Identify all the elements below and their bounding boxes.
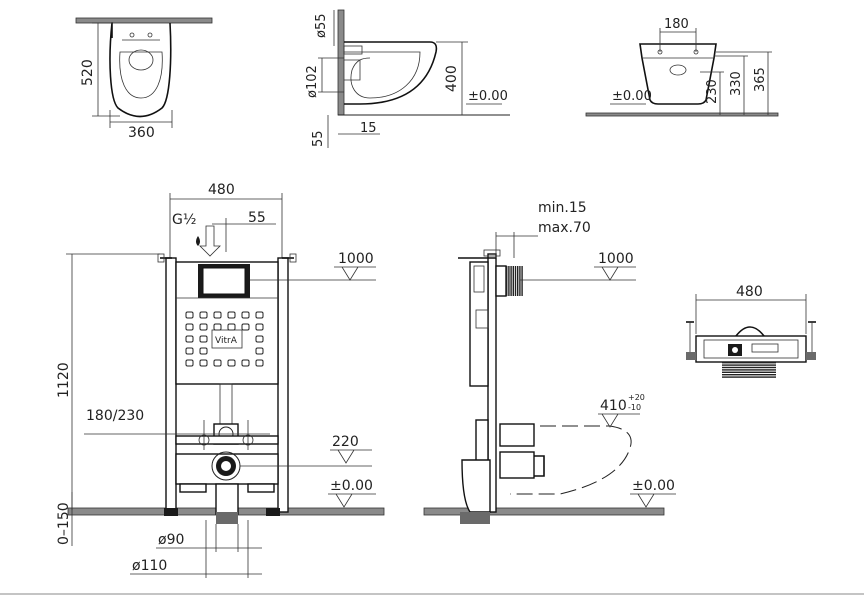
grid-cell: [255, 359, 264, 367]
side-h1000-label: 1000: [598, 251, 634, 267]
grid-cell: [185, 335, 194, 343]
top-bellow-ring: [722, 364, 776, 366]
side-diam-outlet-label: ø102: [305, 65, 320, 98]
side-level-label: ±0.00: [468, 89, 508, 104]
frame-adjust-label: 0–150: [56, 502, 72, 545]
tol-plus-label: +20: [628, 393, 645, 402]
frame-front-view: 480 G½ 55 VitrA: [56, 182, 385, 578]
top-width-label: 480: [736, 284, 763, 300]
grid-cell: [199, 323, 208, 331]
bowl-side-view: ø55 ø102 55 15 400 ±0.00: [305, 9, 510, 148]
grid-cell: [255, 323, 264, 331]
bellow-ring: [508, 266, 510, 296]
front-level-label: ±0.00: [612, 89, 652, 104]
grid-cell: [227, 359, 236, 367]
grid-cell: [241, 311, 250, 319]
side-diam-top-label: ø55: [314, 14, 329, 39]
bellow-ring: [506, 266, 508, 296]
bellow-ring: [517, 266, 519, 296]
side-height-label: 400: [444, 65, 460, 92]
top-bellow-ring: [722, 366, 776, 369]
grid-cell: [185, 311, 194, 319]
side-offset-label: 15: [360, 121, 377, 136]
flush-bellows: [506, 266, 523, 296]
cistern-grid-pattern: [185, 311, 264, 367]
top-bellow-ring: [722, 369, 776, 371]
frame-level-label: ±0.00: [330, 478, 373, 494]
top-bellow-ring: [722, 371, 776, 373]
bellow-ring: [521, 266, 523, 296]
frame-side-view: min.15 max.70 1000 410 +20 -10 ±0.00: [423, 200, 676, 524]
top-bellows: [722, 362, 776, 378]
frame-bolt-spacing-label: 180/230: [86, 408, 144, 424]
depth-max-label: max.70: [538, 220, 591, 236]
pipe-90-label: ø90: [158, 532, 184, 548]
bowl-plan-view: 520 360: [75, 17, 213, 141]
frame-h1000-label: 1000: [338, 251, 374, 267]
grid-cell: [213, 311, 222, 319]
grid-cell: [185, 347, 194, 355]
grid-cell: [185, 323, 194, 331]
grid-cell: [185, 359, 194, 367]
bellow-ring: [512, 266, 514, 296]
grid-cell: [213, 359, 222, 367]
pipe-110-label: ø110: [132, 558, 167, 574]
plan-width-label: 360: [128, 125, 155, 141]
top-bellow-ring: [722, 362, 776, 364]
front-width-label: 180: [664, 17, 689, 32]
grid-cell: [227, 311, 236, 319]
bellow-ring: [510, 266, 512, 296]
grid-cell: [255, 335, 264, 343]
top-bellow-ring: [722, 376, 776, 378]
frame-top-view: 480: [686, 284, 816, 378]
front-h2-label: 330: [729, 71, 744, 96]
front-h1-label: 230: [705, 79, 720, 104]
grid-cell: [241, 359, 250, 367]
grid-cell: [255, 311, 264, 319]
side-level-label2: ±0.00: [632, 478, 675, 494]
grid-cell: [241, 323, 250, 331]
front-h3-label: 365: [753, 67, 768, 92]
brand-logo: VitrA: [215, 336, 238, 346]
grid-cell: [199, 335, 208, 343]
frame-width-label: 480: [208, 182, 235, 198]
grid-cell: [199, 311, 208, 319]
frame-h220-label: 220: [332, 434, 359, 450]
grid-cell: [255, 347, 264, 355]
tol-minus-label: -10: [628, 403, 641, 412]
grid-cell: [199, 359, 208, 367]
grid-cell: [199, 347, 208, 355]
bowl-front-view: 180 230 330 365 ±0.00: [585, 17, 779, 117]
side-bottom-height-label: 55: [311, 130, 326, 147]
plan-depth-label: 520: [80, 59, 96, 86]
depth-min-label: min.15: [538, 200, 587, 216]
frame-inlet-offset-label: 55: [248, 210, 266, 226]
bellow-ring: [514, 266, 517, 296]
side-h410-label: 410: [600, 398, 627, 414]
frame-height-label: 1120: [56, 362, 72, 398]
top-bellow-ring: [722, 374, 776, 376]
frame-inlet-label: G½: [172, 212, 196, 228]
bellow-ring: [519, 266, 521, 296]
